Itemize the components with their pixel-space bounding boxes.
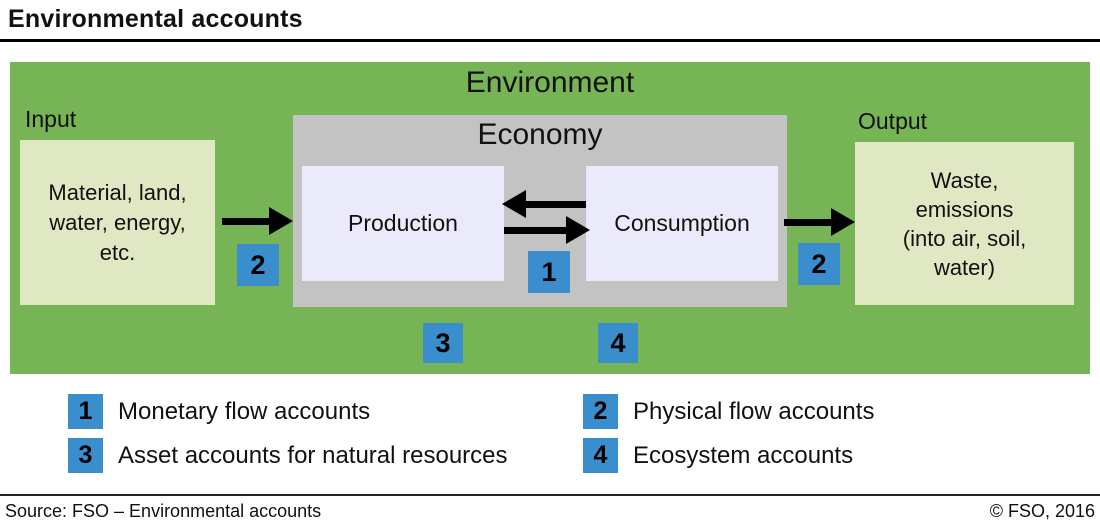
- badge-ecosystem-accounts: 4: [598, 323, 638, 363]
- badge-asset-accounts: 3: [423, 323, 463, 363]
- legend-item-asset-accounts: 3 Asset accounts for natural resources: [68, 438, 508, 473]
- legend-item-ecosystem-accounts: 4 Ecosystem accounts: [583, 438, 853, 473]
- legend-label: Monetary flow accounts: [118, 397, 371, 425]
- arrow-head: [831, 208, 855, 236]
- consumption-box: Consumption: [586, 166, 778, 281]
- legend-badge-4: 4: [583, 438, 618, 473]
- arrow-right-input-icon: [222, 207, 293, 235]
- input-label: Input: [25, 106, 77, 132]
- page-title: Environmental accounts: [8, 5, 303, 33]
- output-label: Output: [858, 108, 928, 134]
- legend-label: Asset accounts for natural resources: [118, 441, 508, 469]
- legend-item-physical-flow: 2 Physical flow accounts: [583, 394, 874, 429]
- economy-label: Economy: [477, 118, 603, 151]
- arrow-shaft: [526, 200, 586, 208]
- legend-label: Ecosystem accounts: [633, 441, 854, 469]
- legend-badge-3: 3: [68, 438, 103, 473]
- legend-badge-1: 1: [68, 394, 103, 429]
- legend-badge-2: 2: [583, 394, 618, 429]
- source-text: Source: FSO – Environmental accounts: [5, 501, 322, 521]
- legend-label: Physical flow accounts: [633, 397, 875, 425]
- badge-physical-flow-input: 2: [237, 244, 279, 286]
- arrow-head: [269, 207, 293, 235]
- output-box: Waste, emissions (into air, soil, water): [855, 142, 1074, 305]
- copyright-text: © FSO, 2016: [989, 501, 1095, 521]
- arrow-left-consumption-to-production-icon: [502, 190, 586, 218]
- input-box: Material, land, water, energy, etc.: [20, 140, 215, 305]
- environment-label: Environment: [465, 66, 635, 99]
- badge-physical-flow-output: 2: [798, 243, 840, 285]
- title-underline: [0, 39, 1100, 42]
- arrow-right-production-to-consumption-icon: [504, 216, 590, 244]
- arrow-shaft: [222, 217, 269, 225]
- arrow-right-output-icon: [784, 208, 855, 236]
- arrow-shaft: [784, 218, 831, 226]
- arrow-head: [502, 190, 526, 218]
- arrow-shaft: [504, 226, 566, 234]
- legend-item-monetary-flow: 1 Monetary flow accounts: [68, 394, 370, 429]
- production-box: Production: [302, 166, 504, 281]
- badge-monetary-flow: 1: [528, 251, 570, 293]
- arrow-head: [566, 216, 590, 244]
- footer-divider: [0, 494, 1100, 496]
